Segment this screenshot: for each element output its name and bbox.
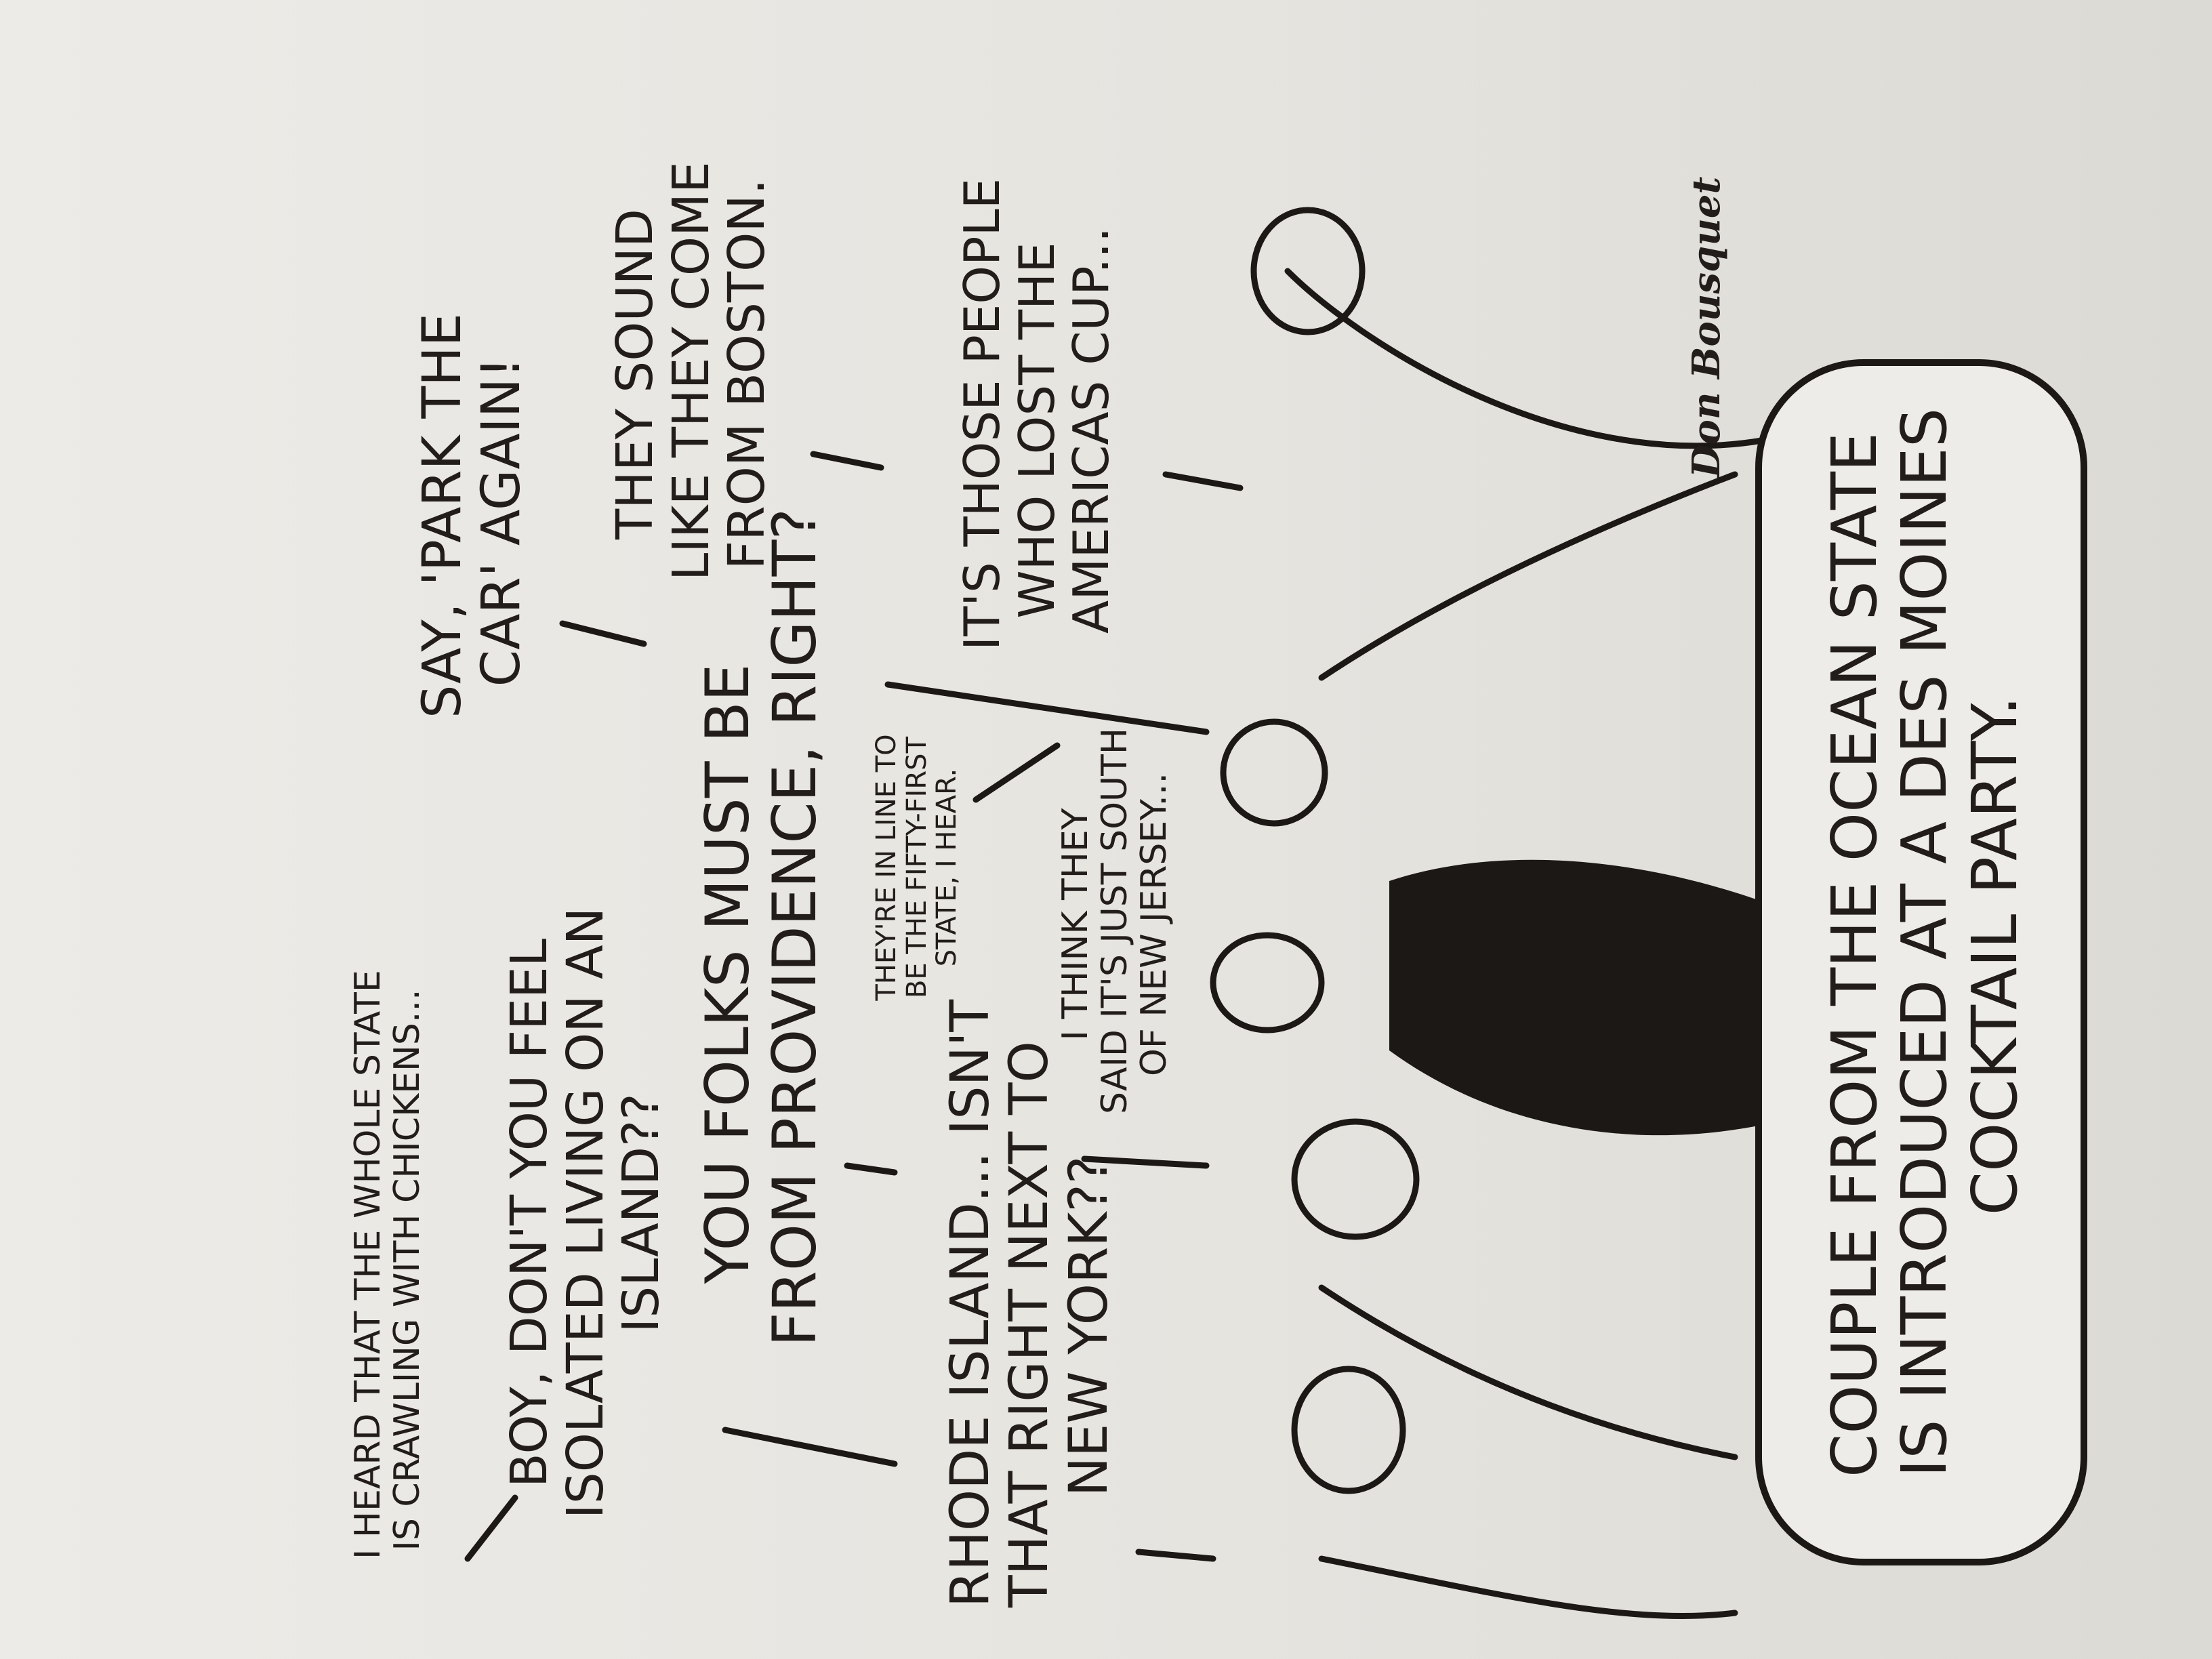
speech-line: be the fifty-first: [901, 737, 933, 999]
speech-providence: You folks must be from Providence, right…: [691, 508, 833, 1347]
speech-boston: They sound like they come from Boston.: [593, 161, 790, 581]
caption-line: cocktail party.: [1958, 695, 2031, 1216]
caption: Couple from the Ocean State is introduce…: [1818, 407, 2030, 1477]
head-outline: [1250, 207, 1366, 335]
head-outline: [1210, 932, 1325, 1033]
pointer-line: [810, 451, 884, 471]
head-outline: [1220, 718, 1328, 827]
speech-line: who lost the: [1008, 242, 1065, 619]
speech-fifty-first: They're in line to be the fifty-first st…: [859, 722, 975, 1013]
speech-line: that right next to: [999, 1041, 1061, 1607]
speech-line: Boy, don't you feel: [499, 939, 558, 1488]
figure-outline: [1318, 471, 1738, 681]
speech-line: is crawling with chickens...: [387, 989, 428, 1551]
speech-line: state, I hear.: [931, 768, 963, 967]
speech-line: Say, 'Park the: [411, 312, 473, 718]
figure-outline: [1318, 1555, 1738, 1620]
pointer-line: [1162, 471, 1244, 491]
speech-chickens: I heard that the whole state is crawling…: [338, 970, 437, 1559]
figure-outline: [1284, 268, 1765, 449]
speech-americas-cup: It's those people who lost the Americas …: [945, 178, 1128, 651]
pointer-line: [464, 1494, 518, 1562]
pointer-line: [559, 620, 647, 647]
pointer-line: [844, 1162, 898, 1176]
black-dress: [1389, 859, 1762, 1136]
speech-line: Americas Cup...: [1063, 226, 1120, 634]
speech-line: I heard that the whole state: [347, 970, 388, 1559]
caption-line: Couple from the Ocean State: [1818, 432, 1891, 1477]
speech-line: car' again!: [471, 356, 532, 687]
speech-line: They sound: [605, 208, 664, 540]
speech-line: They're in line to: [870, 734, 902, 1001]
speech-new-jersey: I think they said it's just south of New…: [1044, 728, 1186, 1114]
pointer-line: [972, 742, 1061, 803]
speech-new-york: Rhode Island... isn't that right next to…: [932, 999, 1128, 1607]
speech-park-the-car: Say, 'Park the car' again!: [408, 312, 537, 718]
pointer-line: [1081, 1155, 1210, 1169]
pointer-line: [1135, 1549, 1216, 1562]
speech-line: like they come: [661, 161, 720, 581]
speech-line: isolated living on an: [556, 907, 615, 1519]
speech-line: New York??: [1058, 1155, 1120, 1497]
speech-line: I think they: [1054, 808, 1096, 1041]
speech-line: from Providence, right?: [760, 508, 830, 1347]
head-outline: [1291, 1118, 1420, 1240]
artist-signature: Don Bousquet: [1684, 176, 1729, 478]
speech-island: Boy, don't you feel isolated living on a…: [494, 895, 677, 1532]
pointer-line: [884, 681, 1210, 735]
caption-line: is introduced at a Des Moines: [1888, 407, 1961, 1477]
speech-line: island??: [612, 1093, 671, 1333]
pointer-line: [722, 1427, 898, 1467]
speech-line: Rhode Island... isn't: [939, 999, 1001, 1607]
head-outline: [1291, 1366, 1406, 1494]
speech-line: from Boston.: [718, 178, 777, 570]
speech-line: of New Jersey...: [1134, 772, 1175, 1077]
speech-line: said it's just south: [1094, 728, 1135, 1114]
speech-line: You folks must be: [693, 663, 763, 1284]
caption-cloud: [1755, 359, 2087, 1565]
figure-outline: [1318, 1284, 1738, 1460]
speech-line: It's those people: [954, 178, 1011, 651]
